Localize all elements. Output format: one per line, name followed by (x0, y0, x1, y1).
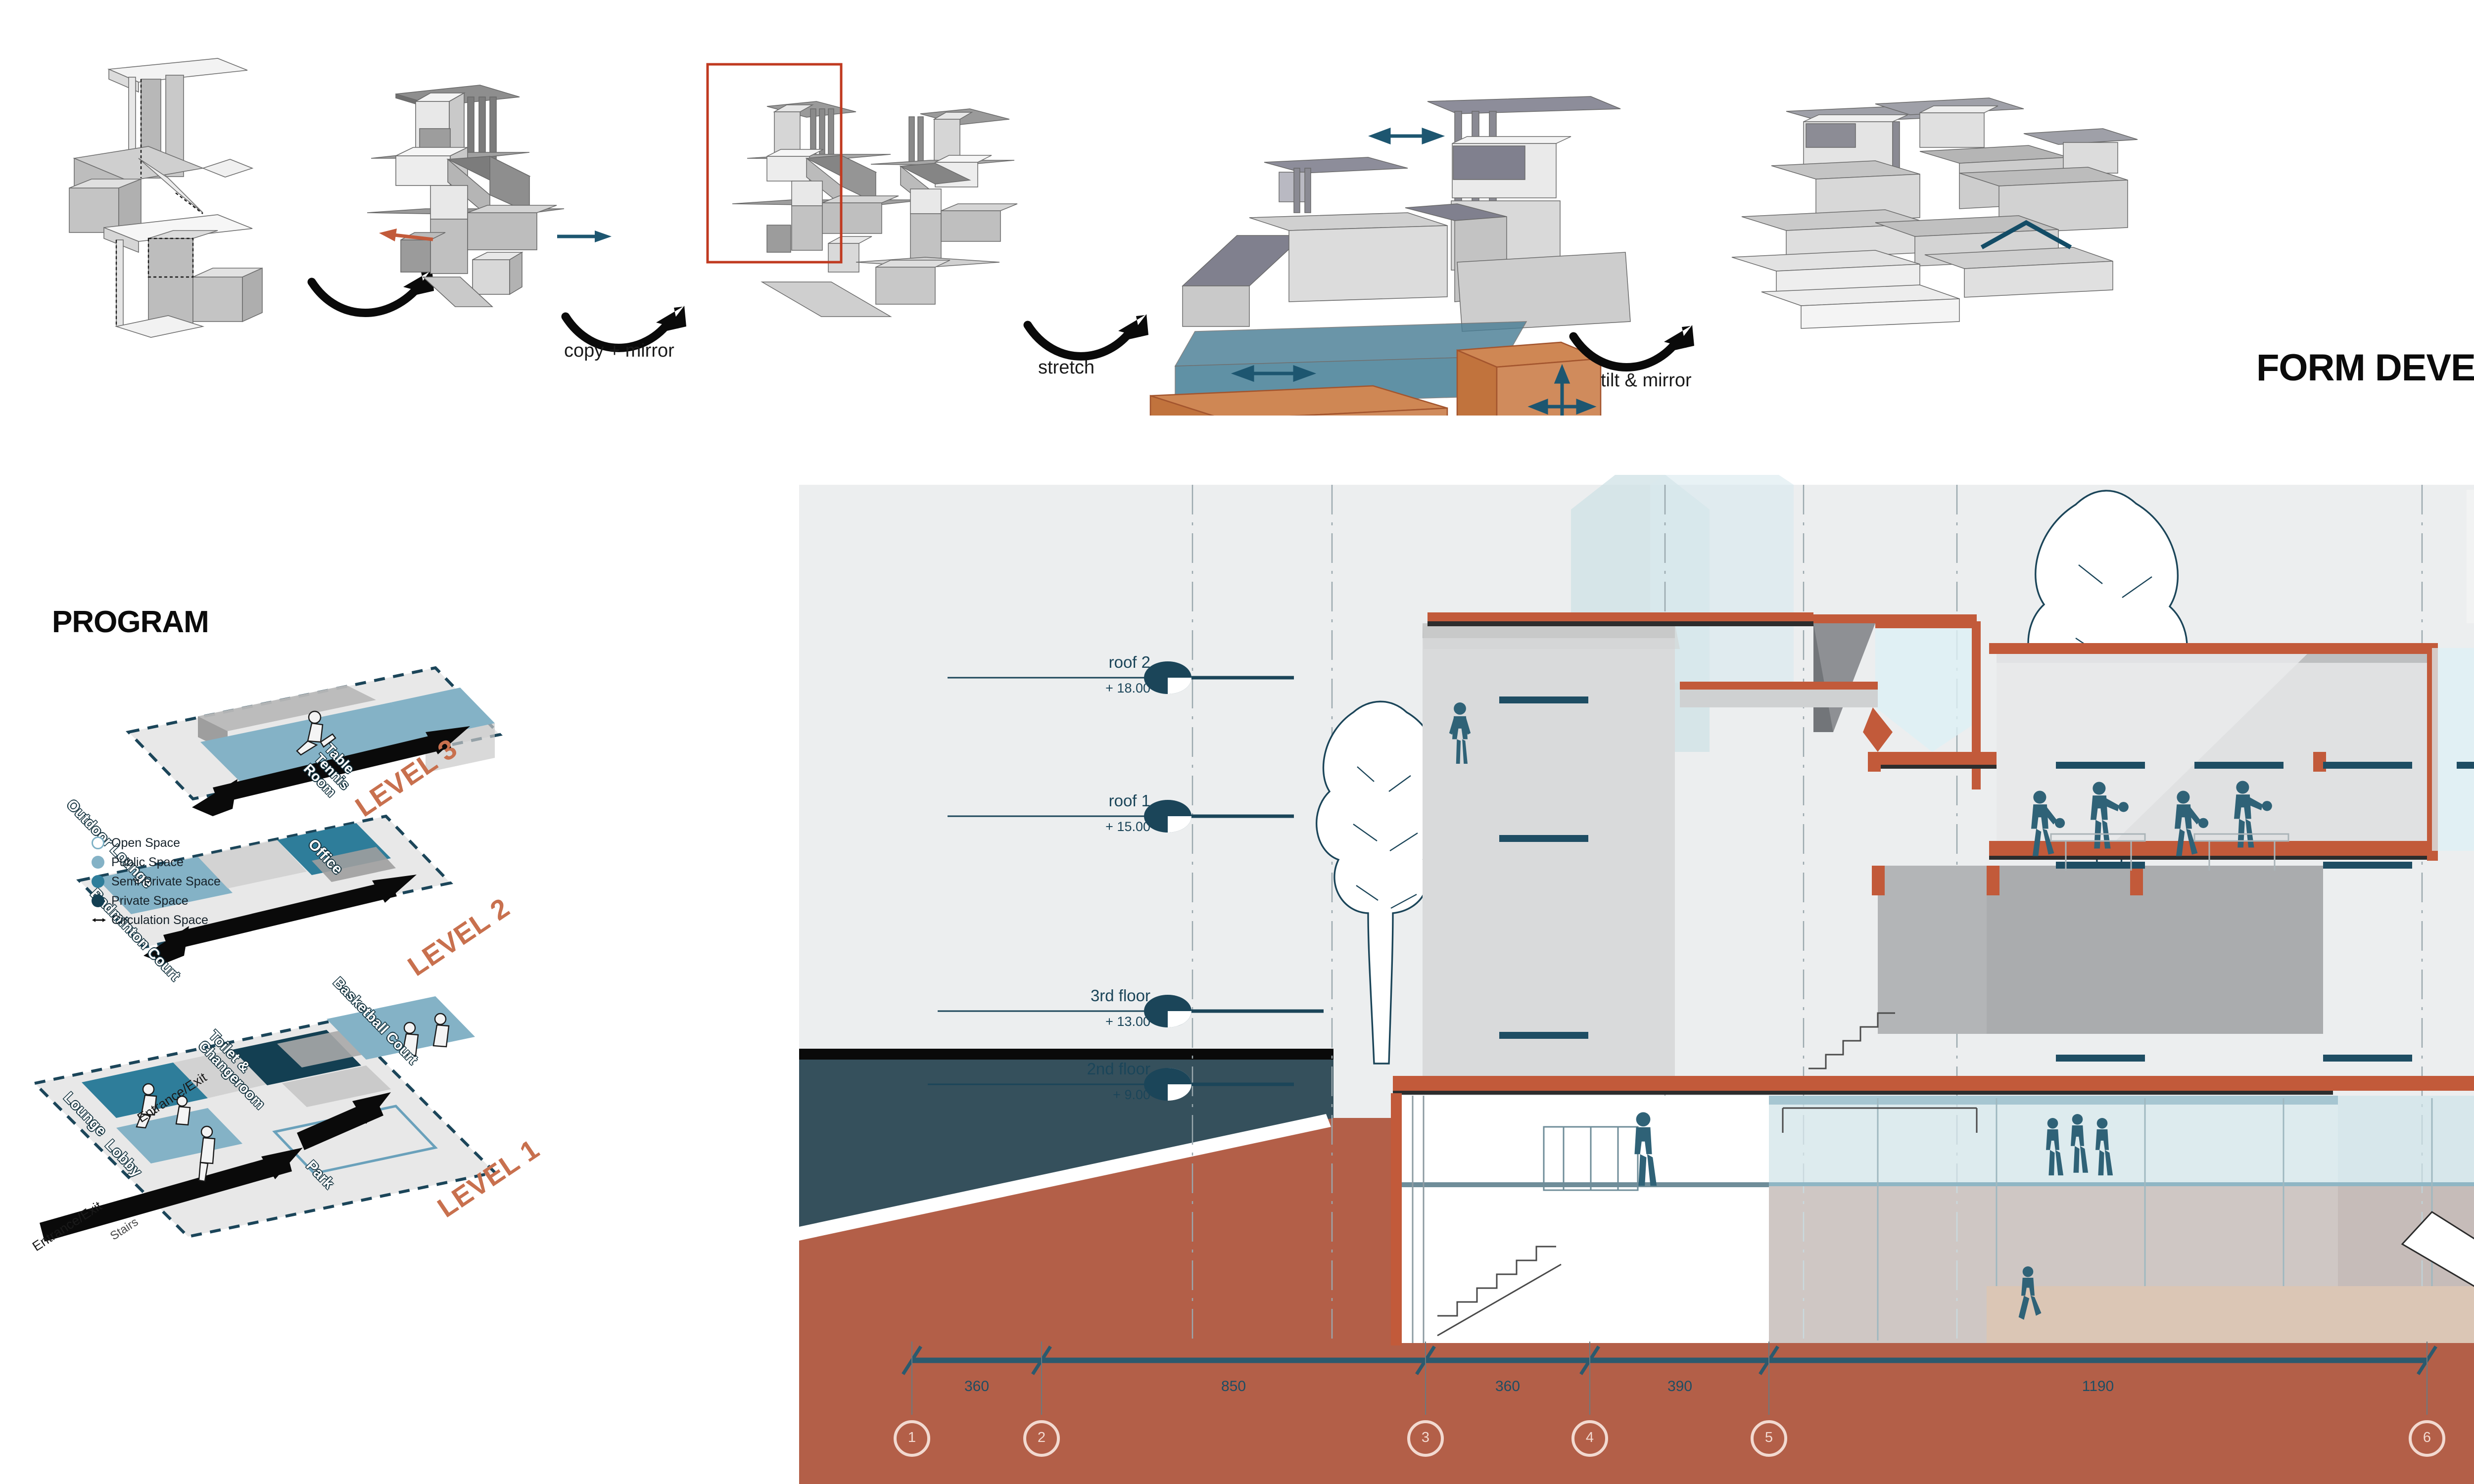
legend-item-circulation: Circulation Space (92, 913, 299, 927)
section-grid-number-1: 1 (907, 1430, 916, 1445)
dimension-line (902, 1342, 2437, 1415)
program-level-1-plate (31, 996, 498, 1242)
level-marker-roof2 (948, 661, 1294, 694)
section-level-elevation-roof1: + 15.00 (1105, 819, 1150, 834)
section-level-name-roof1: roof 1 (1108, 791, 1150, 810)
legend-item-open: Open Space (92, 836, 299, 850)
section-level-name-3rd-floor: 3rd floor (1090, 986, 1150, 1005)
program-section: Outdoor Lounge Table Tennis Room LEVEL 3… (0, 584, 802, 1484)
program-axon-diagram (31, 666, 503, 1242)
legend-label-public: Public Space (111, 855, 184, 869)
section-grid-number-4: 4 (1585, 1430, 1594, 1445)
section-grid-number-6: 6 (2423, 1430, 2431, 1445)
open-space-swatch-icon (92, 836, 104, 849)
transition-arrow-4 (1569, 325, 1694, 371)
form-arrow-right-blue (557, 231, 612, 242)
section-grid-number-3: 3 (1421, 1430, 1430, 1445)
section-svg (799, 475, 2474, 1484)
form-step-label-stretch: stretch (1038, 357, 1095, 378)
form-step-label-copy-mirror: copy + mirror (564, 340, 674, 361)
private-space-swatch-icon (92, 894, 104, 907)
transition-arrow-3 (1023, 314, 1148, 361)
level-marker-roof1 (948, 800, 1294, 833)
section-dimension-5: 1190 (2082, 1378, 2114, 1394)
section-grid-number-2: 2 (1037, 1430, 1046, 1445)
section-level-elevation-roof2: + 18.00 (1105, 681, 1150, 696)
form-stage-3 (693, 49, 1049, 386)
section-grid-number-5: 5 (1764, 1430, 1773, 1445)
form-stage-1 (54, 45, 312, 381)
circulation-arrow-icon (92, 914, 106, 927)
legend-label-open: Open Space (111, 835, 180, 850)
legend-item-public: Public Space (92, 855, 299, 869)
building-section-drawing: roof 2 + 18.00 roof 1 + 15.00 3rd floor … (799, 475, 2474, 1484)
program-title: PROGRAM (52, 605, 209, 639)
form-step-label-tilt-mirror: tilt & mirror (1601, 370, 1692, 391)
form-stage-2 (366, 64, 623, 381)
legend-item-semi-private: Semi-Private Space (92, 875, 299, 888)
section-level-name-2nd-floor: 2nd floor (1087, 1060, 1150, 1078)
program-level-2-plate (76, 814, 453, 964)
semi-private-space-swatch-icon (92, 875, 104, 888)
form-stage-5 (1712, 59, 2256, 406)
program-level-3-plate (126, 666, 503, 816)
legend-label-semi-private: Semi-Private Space (111, 874, 221, 888)
level-marker-3rd-floor (938, 995, 1324, 1027)
legend-label-private: Private Space (111, 893, 189, 908)
form-arrow-left-red (379, 229, 433, 241)
legend-item-private: Private Space (92, 894, 299, 908)
public-space-swatch-icon (92, 856, 104, 869)
level-marker-2nd-floor (928, 1068, 1294, 1101)
section-level-elevation-2nd-floor: + 9.00 (1113, 1087, 1150, 1102)
transition-arrow-1 (307, 268, 434, 317)
section-dimension-4: 390 (1667, 1378, 1693, 1394)
section-level-elevation-3rd-floor: + 13.00 (1105, 1014, 1150, 1029)
section-dimension-1: 360 (964, 1378, 990, 1394)
program-legend: Open Space Public Space Semi-Private Spa… (92, 836, 299, 932)
section-dimension-3: 360 (1495, 1378, 1521, 1394)
section-level-name-roof2: roof 2 (1108, 653, 1150, 671)
form-development-section: copy + mirror (0, 0, 2474, 552)
grid-bubbles (894, 1420, 2445, 1457)
legend-label-circulation: Circulation Space (111, 913, 208, 927)
form-development-title: FORM DEVELOPMENT (2256, 347, 2474, 389)
transition-arrow-2 (561, 306, 686, 352)
section-dimension-2: 850 (1221, 1378, 1246, 1394)
